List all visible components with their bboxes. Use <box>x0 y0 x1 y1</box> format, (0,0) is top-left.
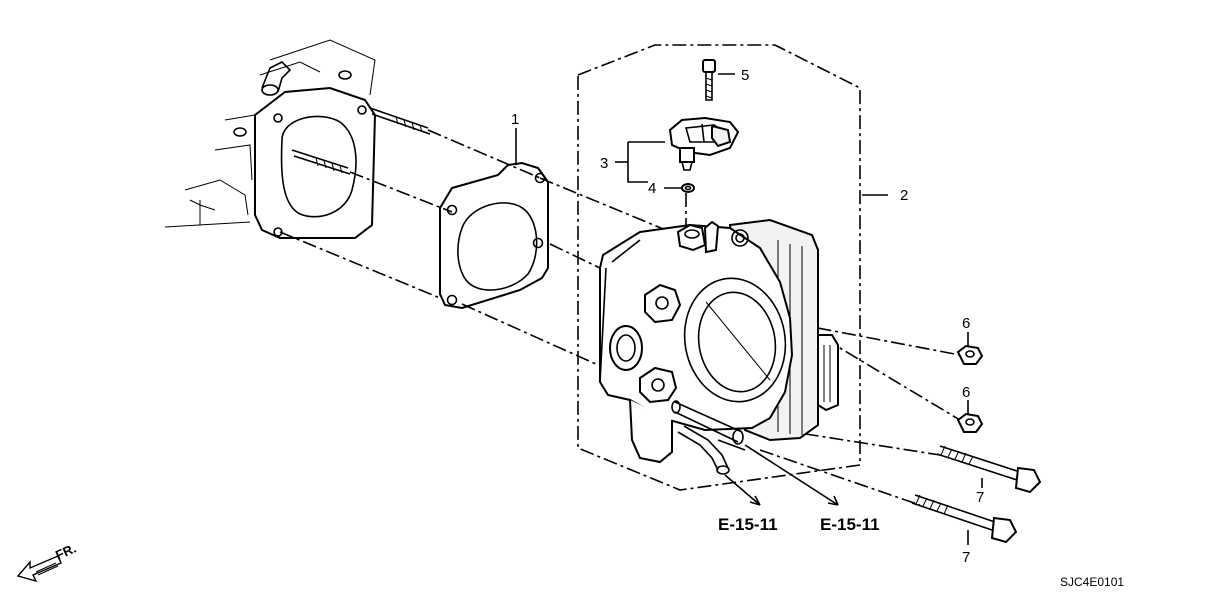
callout-6-lower: 6 <box>962 384 970 401</box>
flange-nut-lower <box>956 412 984 433</box>
front-direction-label: FR. <box>53 541 78 563</box>
callout-6-upper: 6 <box>962 315 970 332</box>
callout-7-lower: 7 <box>962 549 970 566</box>
sensor-screw <box>702 59 716 101</box>
callout-3: 3 <box>600 155 608 172</box>
callout-5: 5 <box>741 67 749 84</box>
callout-4: 4 <box>648 180 656 197</box>
flange-bolt-upper <box>936 445 1042 494</box>
o-ring <box>681 183 695 193</box>
reference-label-left: E-15-11 <box>718 515 778 534</box>
drawing-code: SJC4E0101 <box>1060 575 1124 589</box>
reference-label-right: E-15-11 <box>820 515 880 534</box>
callout-7-upper: 7 <box>976 489 984 506</box>
callout-2: 2 <box>900 187 908 204</box>
callout-1: 1 <box>511 111 519 128</box>
map-sensor <box>668 116 740 171</box>
front-direction-arrow-icon <box>16 555 62 583</box>
intake-manifold <box>164 39 431 239</box>
flange-bolt-lower <box>911 494 1018 544</box>
leader-lines <box>515 73 983 545</box>
gasket <box>439 161 549 310</box>
flange-nut-upper <box>956 344 984 365</box>
throttle-body-assembly <box>577 44 861 506</box>
